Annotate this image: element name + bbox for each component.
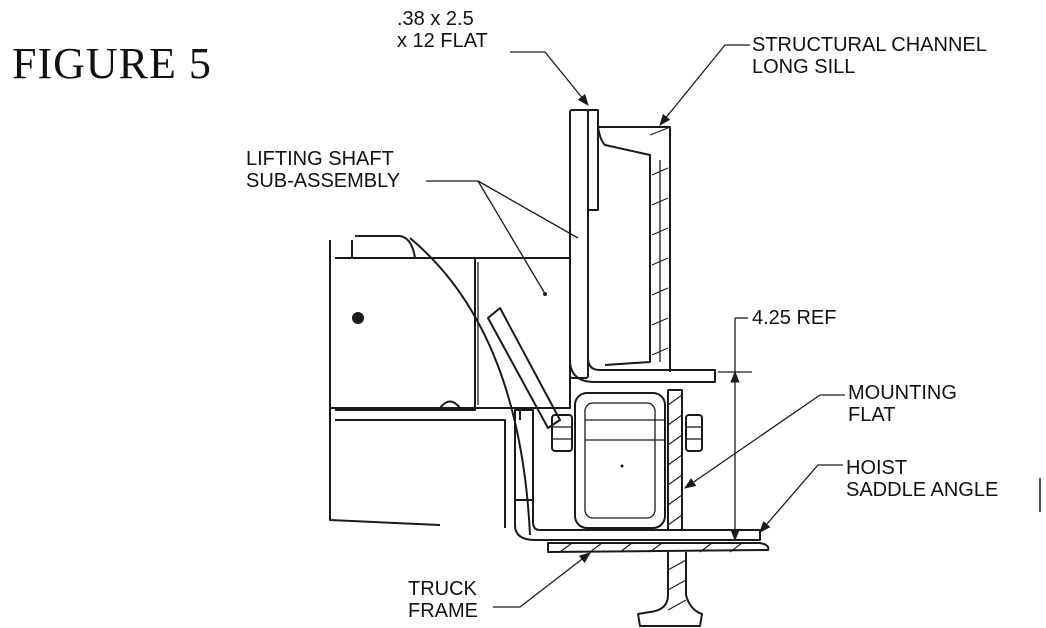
nut-left [551, 414, 573, 452]
callout-flat-bar-line1: .38 x 2.5 [397, 8, 474, 30]
callout-lifting-shaft-line1: LIFTING SHAFT [246, 148, 394, 170]
callout-dimension-text: 4.25 REF [752, 307, 837, 329]
callout-mounting-flat-line1: MOUNTING [848, 382, 957, 404]
angled-link [487, 307, 561, 429]
hoist-saddle-angle [514, 500, 761, 541]
lower-body [335, 419, 506, 528]
truck-frame-flange [547, 542, 770, 553]
flat-bar-tab [587, 109, 599, 211]
leader-flat-bar [510, 51, 589, 106]
square-tube-inner [584, 402, 656, 519]
leader-lines [426, 44, 1041, 608]
figure-title: FIGURE 5 [12, 39, 212, 88]
leader-mounting-flat [684, 394, 845, 489]
truck-frame-web-hatching [667, 559, 687, 611]
lower-body-top [330, 407, 521, 420]
leader-truck-frame [493, 552, 591, 608]
leader-channel [659, 44, 750, 126]
callout-saddle-angle-line2: SADDLE ANGLE [846, 479, 999, 501]
leader-shaft-branch-2 [477, 180, 545, 293]
callout-mounting-flat-line2: FLAT [848, 404, 896, 426]
truck-frame-hatching [559, 542, 743, 553]
callout-truck-frame: TRUCK FRAME [408, 578, 478, 622]
callout-truck-frame-line1: TRUCK [408, 578, 477, 600]
bolt-head [352, 312, 364, 324]
housing-arc [409, 237, 531, 536]
leader-saddle-angle [759, 464, 843, 533]
callout-flat-bar-line2: x 12 FLAT [397, 30, 488, 52]
mounting-assembly [551, 389, 703, 531]
inner-block [474, 257, 571, 409]
square-tube-outer [574, 392, 666, 529]
callout-lifting-shaft-line2: SUB-ASSEMBLY [246, 170, 401, 192]
housing-left-edge [329, 240, 441, 526]
channel-inner [597, 126, 651, 366]
mounting-flat-hatching [667, 394, 683, 526]
shaft-center-point [543, 292, 547, 296]
truck-frame-web [637, 552, 703, 627]
callout-truck-frame-line2: FRAME [408, 600, 478, 622]
nut-right [685, 414, 703, 452]
callout-channel-line1: STRUCTURAL CHANNEL [752, 34, 987, 56]
flat-bar-vertical [569, 109, 589, 379]
callout-lifting-shaft: LIFTING SHAFT SUB-ASSEMBLY [246, 148, 400, 192]
callout-saddle-angle: HOIST SADDLE ANGLE [846, 457, 998, 501]
tube-center-point [620, 464, 624, 468]
flat-bar-bend [569, 357, 716, 383]
truck-frame [547, 542, 770, 627]
lifting-shaft-sub-assembly [329, 235, 571, 536]
dimension-4-25-ref [718, 317, 752, 542]
callout-mounting-flat: MOUNTING FLAT [848, 382, 957, 426]
callout-flat-bar: .38 x 2.5 x 12 FLAT [397, 8, 488, 52]
structural-channel-long-sill [569, 109, 716, 383]
callout-structural-channel: STRUCTURAL CHANNEL LONG SILL [752, 34, 987, 78]
channel-hatching [649, 127, 669, 356]
callout-saddle-angle-line1: HOIST [846, 457, 908, 479]
housing-top-cap [355, 235, 416, 259]
callout-dimension: 4.25 REF [752, 307, 836, 329]
callout-channel-line2: LONG SILL [752, 56, 856, 78]
saddle-angle-profile [514, 500, 761, 541]
left-plate [514, 409, 534, 501]
leader-shaft-branch-1 [477, 180, 579, 239]
lower-body-notch [439, 400, 461, 409]
channel-web [598, 126, 671, 372]
housing-block [335, 257, 476, 411]
